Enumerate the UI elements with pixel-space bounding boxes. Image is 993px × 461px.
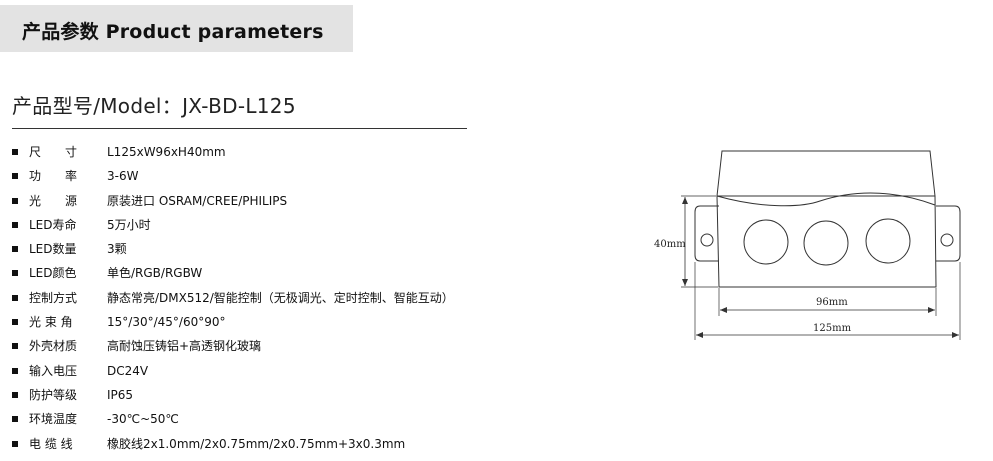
spec-value: 15°/30°/45°/60°90° (107, 315, 226, 330)
header-band (0, 5, 353, 52)
bullet-icon (12, 197, 18, 204)
led-lens-3 (865, 218, 911, 264)
bullet-icon (12, 294, 18, 301)
lens-curve (716, 192, 936, 207)
bullet-icon (12, 270, 18, 277)
height-label: 40mm (654, 239, 686, 250)
led-lens-2 (803, 220, 849, 266)
spec-label: 光 束 角 (29, 315, 73, 330)
spec-value: 3颗 (107, 242, 127, 257)
spec-value: 3-6W (107, 169, 139, 184)
spec-label: LED颜色 (29, 266, 77, 281)
spec-value: 静态常亮/DMX512/智能控制（无极调光、定时控制、智能互动） (107, 290, 454, 305)
bullet-icon (12, 246, 18, 253)
spec-label: 功 率 (29, 169, 78, 184)
model-title: 产品型号/Model：JX-BD-L125 (12, 94, 296, 118)
spec-value: 高耐蚀压铸铝+高透钢化玻璃 (107, 339, 262, 354)
spec-label: 尺 寸 (29, 145, 78, 159)
bullet-icon (12, 221, 18, 228)
section-title: 产品参数 Product parameters (22, 21, 324, 43)
bullet-icon (12, 319, 18, 326)
bullet-icon (12, 440, 18, 447)
led-lens-1 (743, 219, 789, 265)
product-dimension-drawing: 40mm 96mm 125mm (650, 143, 970, 343)
bullet-icon (12, 173, 18, 180)
housing-top-outline (716, 150, 936, 197)
bullet-icon (12, 149, 18, 155)
spec-label: 电 缆 线 (29, 436, 73, 451)
spec-label: 环境温度 (29, 412, 78, 427)
bullet-icon (12, 391, 18, 398)
spec-label: LED数量 (29, 242, 77, 257)
left-mounting-ear (694, 205, 719, 262)
width-label: 96mm (816, 297, 848, 308)
spec-value: -30℃~50℃ (107, 412, 179, 427)
spec-label: 光 源 (29, 193, 78, 208)
spec-label: LED寿命 (29, 217, 77, 232)
spec-value: 原装进口 OSRAM/CREE/PHILIPS (107, 193, 288, 208)
spec-label: 防护等级 (29, 387, 78, 402)
left-mounting-hole (700, 233, 714, 247)
housing-body-outline (716, 195, 937, 288)
spec-label: 控制方式 (29, 290, 78, 305)
bullet-icon (12, 343, 18, 350)
bullet-icon (12, 416, 18, 423)
length-label: 125mm (813, 323, 852, 334)
spec-value: 橡胶线2x1.0mm/2x0.75mm/2x0.75mm+3x0.3mm (107, 436, 406, 451)
right-mounting-ear (936, 205, 961, 262)
title-divider (12, 128, 467, 129)
spec-value: L125xW96xH40mm (107, 145, 226, 159)
spec-value: 5万小时 (107, 217, 151, 232)
bullet-icon (12, 367, 18, 374)
spec-label: 外壳材质 (29, 339, 78, 354)
spec-value: DC24V (107, 363, 149, 378)
spec-value: 单色/RGB/RGBW (107, 266, 203, 281)
right-mounting-hole (940, 233, 954, 247)
spec-value: IP65 (107, 387, 134, 402)
spec-label: 输入电压 (29, 363, 78, 378)
